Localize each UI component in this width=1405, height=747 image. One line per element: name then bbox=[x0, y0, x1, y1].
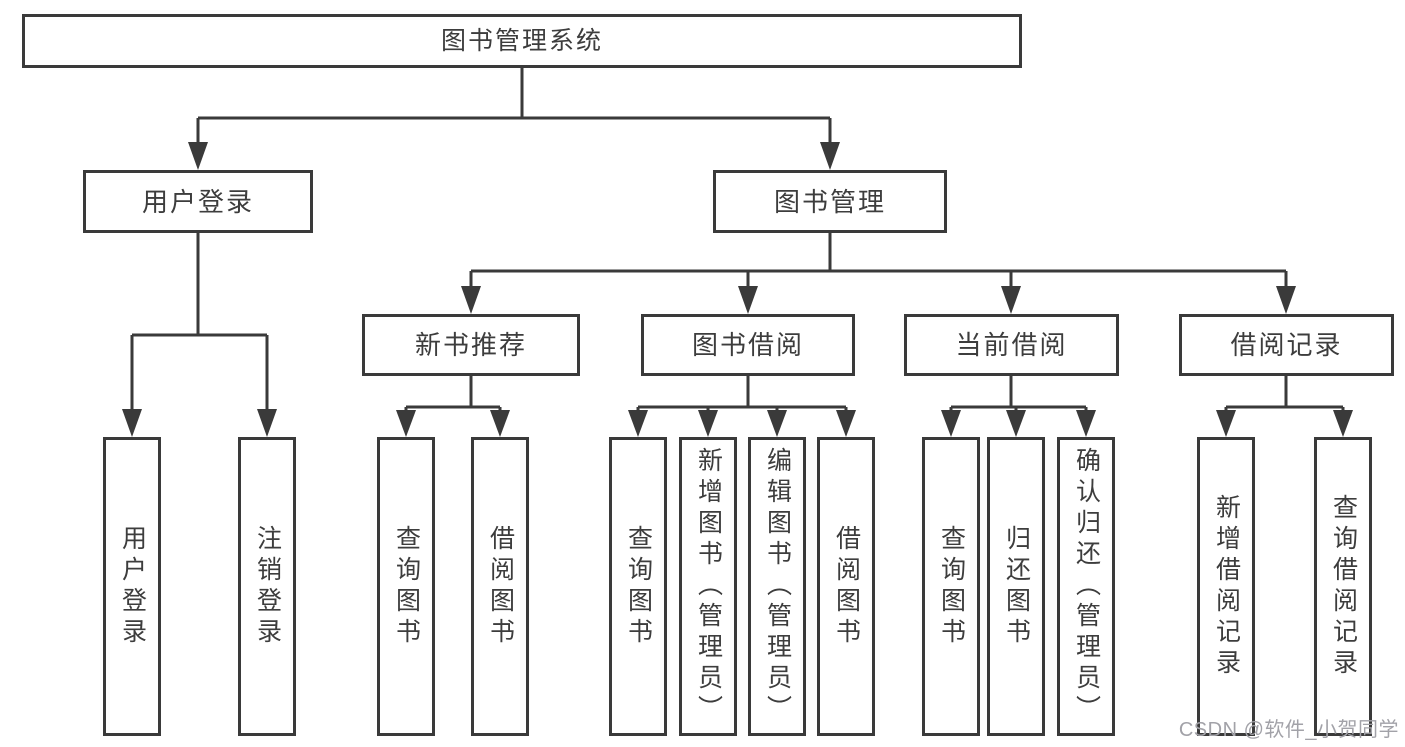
arrowhead bbox=[1333, 410, 1353, 437]
arrowhead bbox=[767, 410, 787, 437]
node-borrow-edit-books-admin: 编辑图书（管理员） bbox=[748, 437, 806, 736]
node-current-query-books: 查询图书 bbox=[922, 437, 980, 736]
node-new-book-recommend-label: 新书推荐 bbox=[414, 330, 527, 360]
node-book-management: 图书管理 bbox=[713, 170, 947, 233]
arrowhead bbox=[698, 410, 718, 437]
node-borrow-query-books: 查询图书 bbox=[609, 437, 667, 736]
node-root-label: 图书管理系统 bbox=[440, 26, 603, 55]
node-borrow-add-books-admin: 新增图书（管理员） bbox=[679, 437, 737, 736]
node-login-action-label: 用户登录 bbox=[118, 524, 147, 649]
node-logout-action-label: 注销登录 bbox=[253, 524, 282, 649]
arrowhead bbox=[122, 409, 142, 437]
node-recommend-borrow-books-label: 借阅图书 bbox=[486, 524, 515, 649]
node-current-borrow-label: 当前借阅 bbox=[955, 330, 1068, 360]
connector-borrow-records bbox=[1216, 376, 1353, 437]
node-current-return-books-label: 归还图书 bbox=[1002, 524, 1031, 649]
node-logout-action: 注销登录 bbox=[238, 437, 296, 736]
arrowhead bbox=[1001, 286, 1021, 314]
connector-current-borrow bbox=[941, 376, 1096, 437]
node-borrow-borrow-books: 借阅图书 bbox=[817, 437, 875, 736]
node-current-return-books: 归还图书 bbox=[987, 437, 1045, 736]
watermark: CSDN @软件_小贺同学 bbox=[1178, 719, 1399, 741]
node-borrow-records-label: 借阅记录 bbox=[1230, 330, 1343, 360]
node-borrow-query-books-label: 查询图书 bbox=[624, 524, 653, 649]
node-book-borrow: 图书借阅 bbox=[641, 314, 855, 376]
connector-book-management bbox=[461, 233, 1296, 314]
connector-new-book-recommend bbox=[396, 376, 510, 437]
node-user-login-label: 用户登录 bbox=[141, 186, 254, 217]
arrowhead bbox=[1216, 410, 1236, 437]
arrowhead bbox=[836, 410, 856, 437]
node-recommend-query-books-label: 查询图书 bbox=[392, 524, 421, 649]
node-borrow-records: 借阅记录 bbox=[1179, 314, 1394, 376]
arrowhead bbox=[628, 410, 648, 437]
node-login-action: 用户登录 bbox=[103, 437, 161, 736]
node-records-add-record-label: 新增借阅记录 bbox=[1212, 493, 1241, 680]
node-root: 图书管理系统 bbox=[22, 14, 1022, 68]
node-book-management-label: 图书管理 bbox=[773, 186, 886, 217]
arrowhead bbox=[396, 410, 416, 437]
arrowhead bbox=[941, 410, 961, 437]
node-records-query-record-label: 查询借阅记录 bbox=[1329, 493, 1358, 680]
node-current-query-books-label: 查询图书 bbox=[937, 524, 966, 649]
arrowhead bbox=[188, 142, 208, 170]
node-current-confirm-return-admin: 确认归还（管理员） bbox=[1057, 437, 1115, 736]
arrowhead bbox=[1006, 410, 1026, 437]
connector-root bbox=[188, 68, 840, 170]
node-recommend-borrow-books: 借阅图书 bbox=[471, 437, 529, 736]
arrowhead bbox=[820, 142, 840, 170]
node-current-borrow: 当前借阅 bbox=[904, 314, 1119, 376]
node-recommend-query-books: 查询图书 bbox=[377, 437, 435, 736]
node-records-query-record: 查询借阅记录 bbox=[1314, 437, 1372, 736]
node-borrow-add-books-admin-label: 新增图书（管理员） bbox=[694, 447, 723, 726]
arrowhead bbox=[461, 286, 481, 314]
node-user-login: 用户登录 bbox=[83, 170, 313, 233]
node-borrow-edit-books-admin-label: 编辑图书（管理员） bbox=[763, 447, 792, 726]
arrowhead bbox=[257, 409, 277, 437]
arrowhead bbox=[738, 286, 758, 314]
arrowhead bbox=[1276, 286, 1296, 314]
connector-book-borrow bbox=[628, 376, 856, 437]
arrowhead bbox=[1076, 410, 1096, 437]
node-new-book-recommend: 新书推荐 bbox=[362, 314, 580, 376]
connector-user-login bbox=[122, 233, 277, 437]
node-book-borrow-label: 图书借阅 bbox=[691, 330, 804, 360]
node-records-add-record: 新增借阅记录 bbox=[1197, 437, 1255, 736]
arrowhead bbox=[490, 410, 510, 437]
node-borrow-borrow-books-label: 借阅图书 bbox=[832, 524, 861, 649]
node-current-confirm-return-admin-label: 确认归还（管理员） bbox=[1072, 447, 1101, 726]
